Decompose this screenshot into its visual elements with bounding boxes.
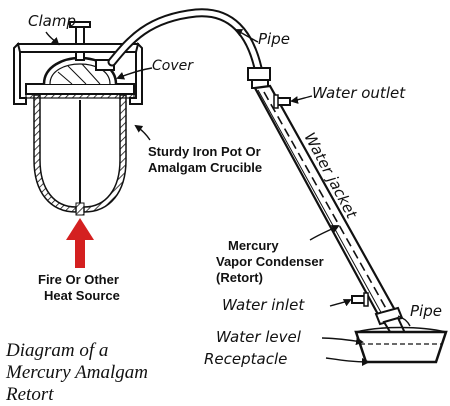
label-pot-line1: Sturdy Iron Pot Or — [148, 144, 261, 159]
label-pipe-bottom: Pipe — [410, 302, 442, 320]
label-water-level: Water level — [216, 328, 302, 346]
label-clamp: Clamp — [28, 12, 76, 30]
leader-lines — [45, 29, 411, 366]
label-condenser-line2: Vapor Condenser — [216, 254, 324, 269]
water-outlet-nozzle — [273, 94, 291, 109]
heat-arrow — [66, 218, 94, 268]
label-cover: Cover — [152, 58, 194, 74]
diagram-caption: Diagram of a Mercury Amalgam Retort — [5, 340, 148, 405]
label-receptacle: Receptacle — [204, 350, 287, 368]
label-heat-line2: Heat Source — [44, 288, 120, 303]
clamp — [13, 21, 143, 105]
caption-line2: Mercury Amalgam — [5, 362, 148, 383]
label-water-inlet: Water inlet — [222, 296, 305, 314]
label-condenser-line1: Mercury — [228, 238, 279, 253]
receptacle — [354, 326, 448, 364]
label-water-outlet: Water outlet — [312, 84, 406, 102]
caption-line3: Retort — [5, 384, 54, 405]
caption-line1: Diagram of a — [5, 340, 108, 361]
label-heat-line1: Fire Or Other — [38, 272, 119, 287]
label-pot-line2: Amalgam Crucible — [148, 160, 262, 175]
connecting-pipe — [107, 8, 263, 73]
water-inlet-nozzle — [351, 292, 369, 307]
label-condenser-line3: (Retort) — [216, 270, 263, 285]
iron-pot — [25, 83, 135, 216]
label-pipe-top: Pipe — [258, 30, 290, 48]
